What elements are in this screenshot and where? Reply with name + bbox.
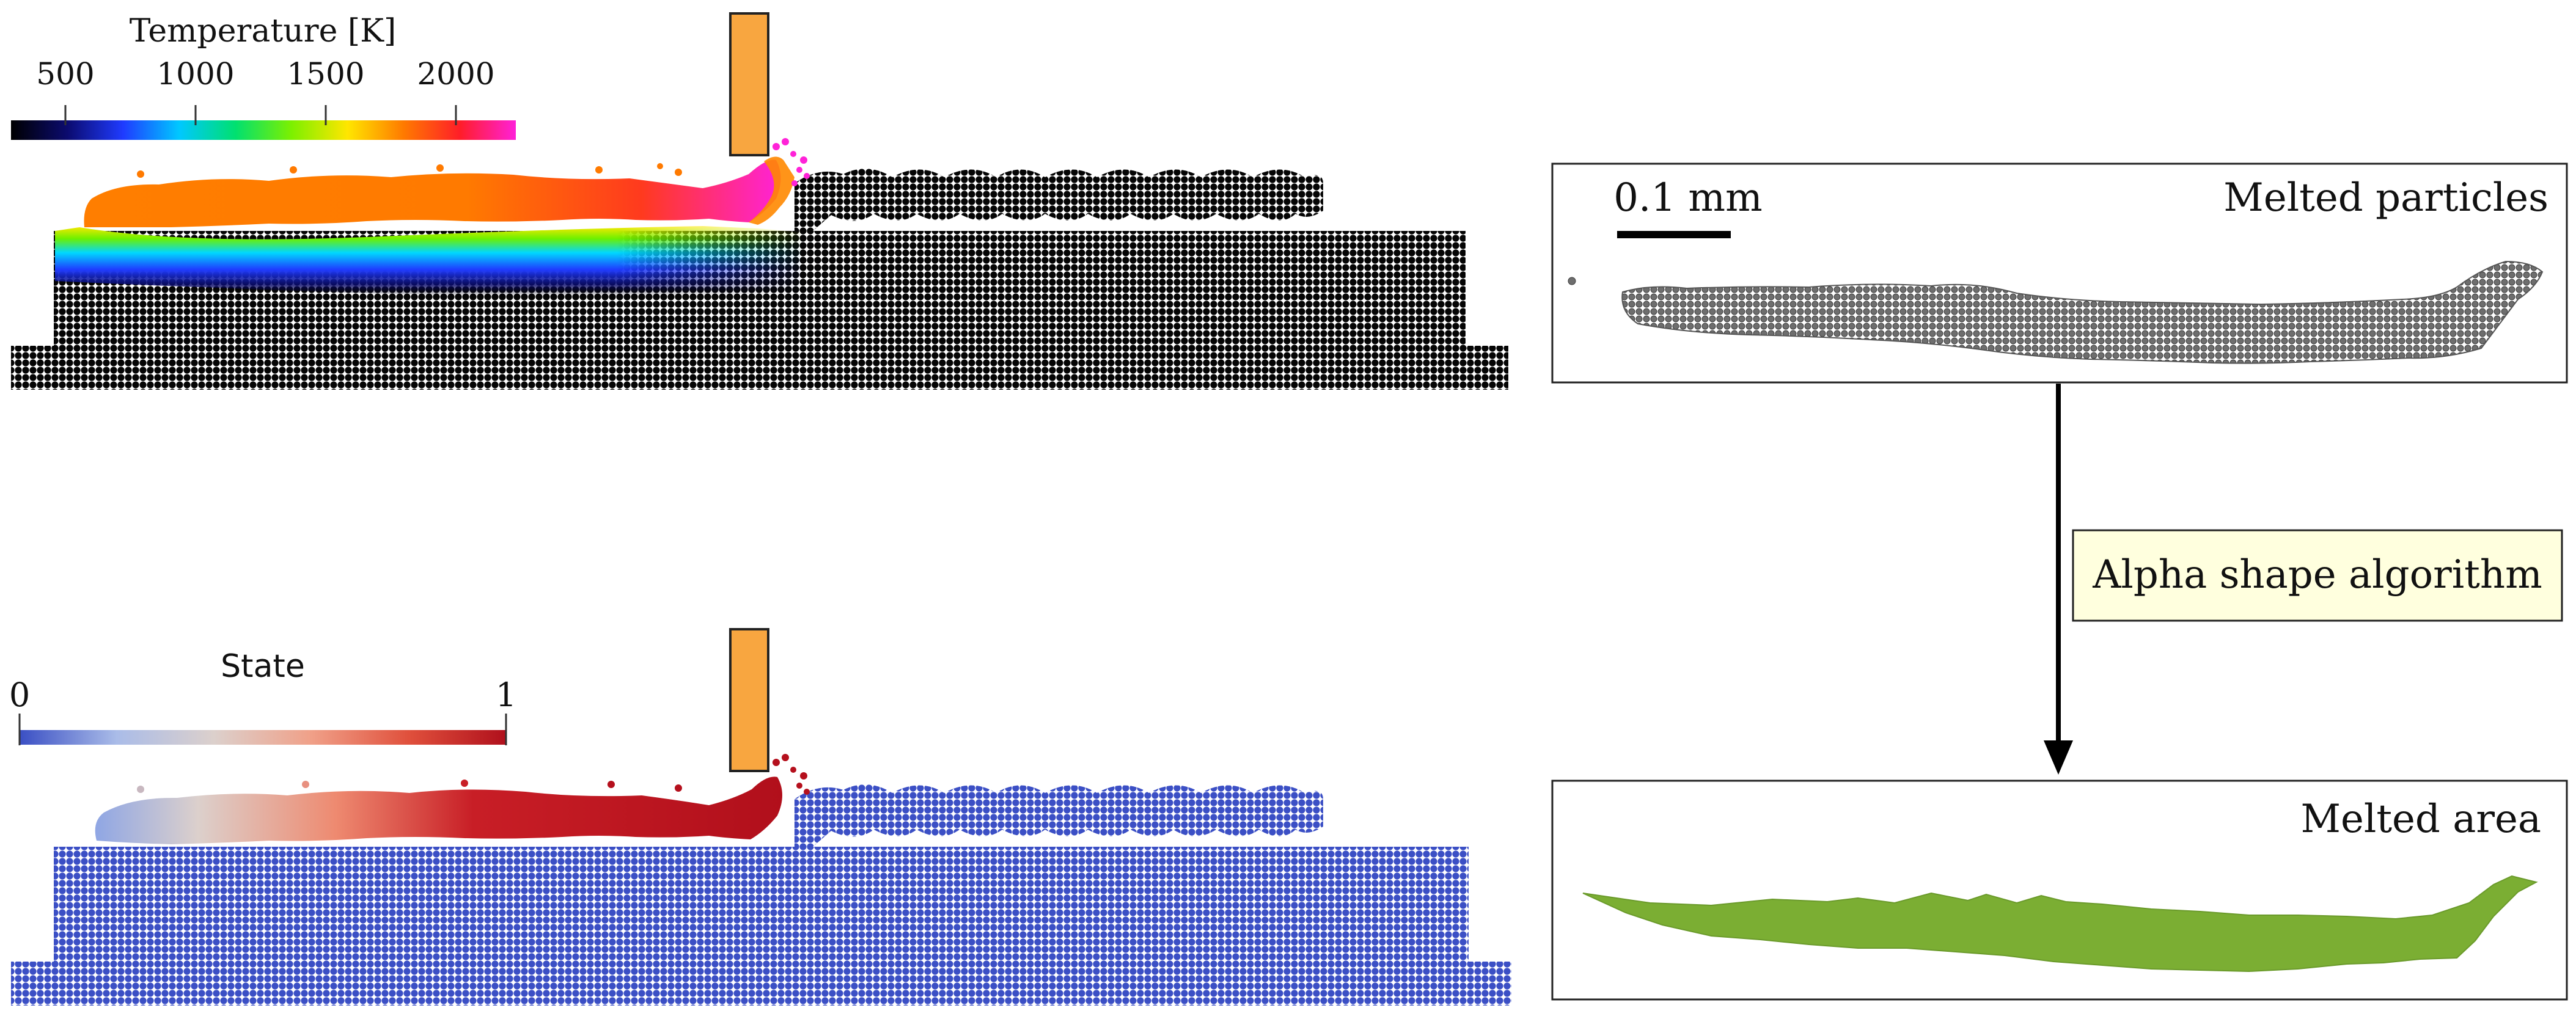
state-max-label: 1 [496, 676, 516, 714]
scale-bar [1617, 231, 1731, 238]
heat-source-top [729, 12, 769, 156]
melt-pool-bottom [95, 776, 783, 844]
algorithm-box: Alpha shape algorithm [2072, 529, 2563, 622]
melted-area-panel: Melted area [1551, 780, 2568, 1001]
stray-particle [1568, 277, 1576, 285]
substrate-base-top [11, 346, 1508, 390]
temperature-tick-label-500: 500 [36, 56, 94, 92]
temperature-colorbar [11, 120, 516, 140]
spatter-particles-top [772, 138, 810, 186]
state-legend-title: State [221, 648, 305, 685]
melted-area-frame [1551, 780, 2568, 1001]
melted-particles-label: Melted particles [2223, 175, 2548, 221]
temperature-tick-label-1000: 1000 [156, 56, 234, 92]
splash-particles-bottom [137, 780, 682, 793]
powder-layer-bottom [794, 784, 1323, 847]
state-min-label: 0 [9, 676, 30, 714]
state-colorbar [20, 730, 506, 745]
substrate-body-bottom [54, 847, 1469, 963]
temperature-tick-label-1500: 1500 [287, 56, 364, 92]
melted-area-label: Melted area [2300, 797, 2541, 842]
temperature-legend: Temperature [K] 500 1000 1500 2000 [11, 13, 516, 140]
splash-particles-top [137, 163, 682, 178]
algorithm-box-frame [2072, 529, 2563, 622]
spatter-particles-bottom [772, 754, 810, 795]
process-arrow [2044, 384, 2073, 775]
temperature-tick-label-2000: 2000 [417, 56, 494, 92]
temperature-legend-title: Temperature [K] [130, 13, 397, 49]
melted-particles-cloud [1621, 260, 2544, 364]
temperature-panel: Temperature [K] 500 1000 1500 2000 [11, 12, 1508, 390]
state-legend: State 0 1 [9, 648, 516, 745]
melted-area-shape [1582, 875, 2538, 973]
melt-pool-top [84, 159, 781, 227]
melted-particles-panel: Melted particles 0.1 mm [1551, 163, 2568, 384]
heat-source-bottom [729, 628, 769, 772]
substrate-base-bottom [11, 962, 1511, 1006]
algorithm-box-label: Alpha shape algorithm [2092, 552, 2542, 597]
state-panel: State 0 1 [9, 628, 1511, 1006]
scale-bar-label: 0.1 mm [1613, 175, 1763, 221]
arrow-head [2044, 740, 2073, 775]
heat-affected-zone [55, 226, 801, 296]
powder-layer-top [794, 169, 1323, 231]
melt-front-top [749, 156, 794, 225]
